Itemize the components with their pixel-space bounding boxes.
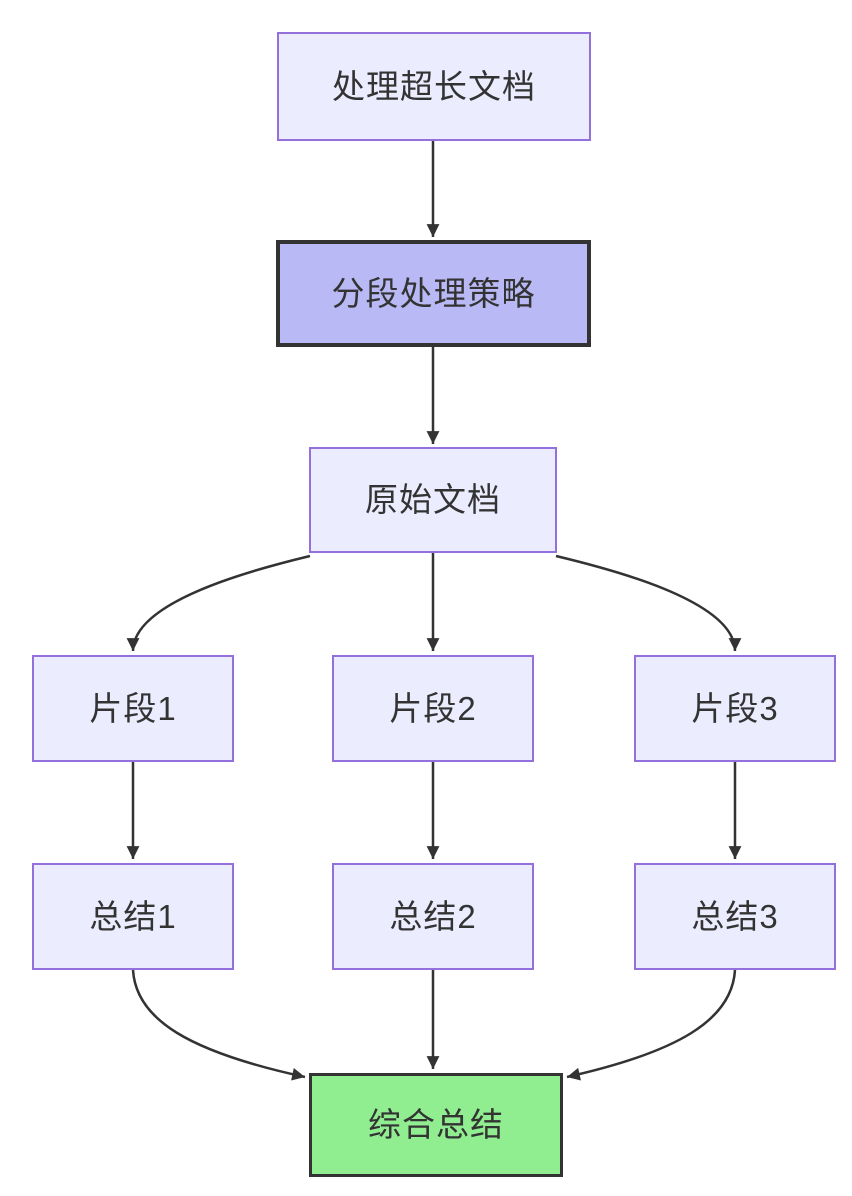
node-final-summary-label: 综合总结 — [368, 1106, 504, 1144]
node-summary2: 总结2 — [332, 863, 534, 970]
edge-summary1-to-final-summary — [131, 969, 306, 1081]
node-summary3: 总结3 — [634, 863, 836, 970]
node-doc-task: 处理超长文档 — [277, 32, 591, 141]
node-source-doc-label: 原始文档 — [365, 481, 501, 519]
node-summary3-label: 总结3 — [691, 897, 779, 935]
node-strategy: 分段处理策略 — [276, 240, 591, 347]
node-summary1: 总结1 — [32, 863, 234, 970]
node-summary1-label: 总结1 — [89, 897, 177, 935]
node-segment2: 片段2 — [332, 655, 534, 762]
node-strategy-label: 分段处理策略 — [331, 274, 536, 312]
node-segment3: 片段3 — [634, 655, 836, 762]
node-summary2-label: 总结2 — [389, 897, 477, 935]
node-segment1-label: 片段1 — [89, 689, 177, 727]
edge-summary3-to-final-summary — [566, 969, 737, 1081]
node-source-doc: 原始文档 — [309, 447, 557, 553]
node-final-summary: 综合总结 — [309, 1073, 563, 1177]
node-doc-task-label: 处理超长文档 — [332, 67, 536, 105]
edge-source-doc-to-segment3 — [555, 554, 742, 652]
edge-source-doc-to-segment1 — [126, 554, 311, 652]
node-segment2-label: 片段2 — [389, 689, 477, 727]
node-segment1: 片段1 — [32, 655, 234, 762]
node-segment3-label: 片段3 — [691, 689, 779, 727]
